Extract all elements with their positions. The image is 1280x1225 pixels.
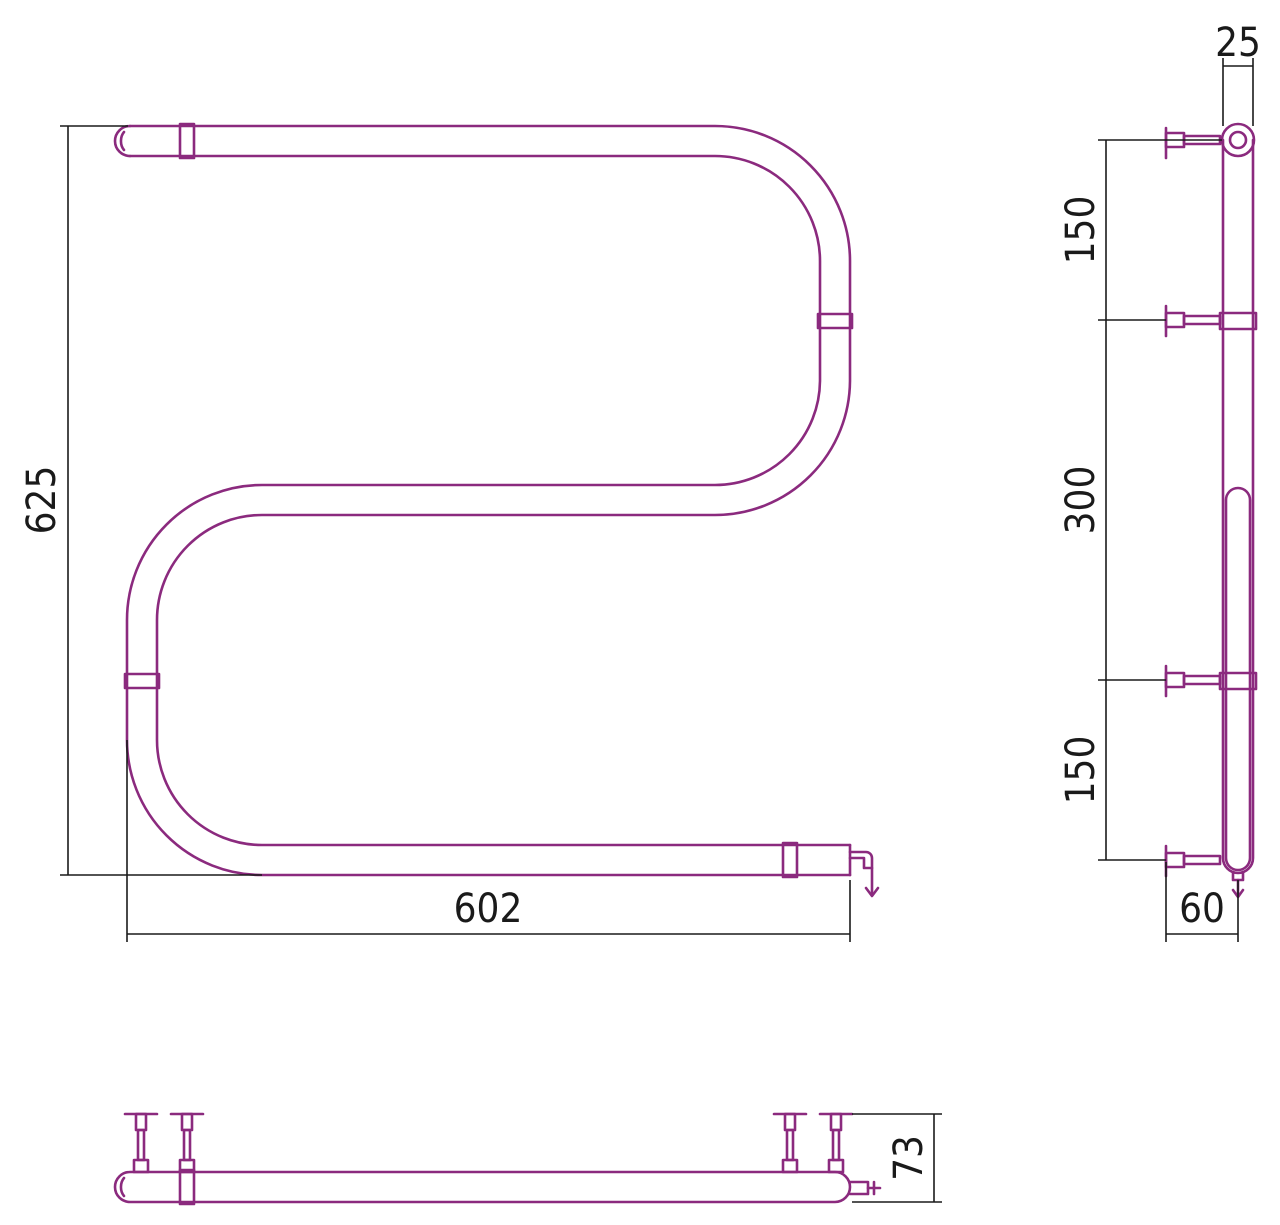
height-dimension: 625 bbox=[19, 125, 262, 876]
top-brackets bbox=[123, 1112, 854, 1174]
outlet-fitting bbox=[848, 850, 880, 898]
bracket-spacing-dimension: 150 300 150 bbox=[1058, 139, 1222, 861]
height-label: 625 bbox=[19, 466, 65, 535]
wall-bracket bbox=[1164, 844, 1222, 878]
width-label: 602 bbox=[454, 886, 523, 932]
spacing-bottom-label: 150 bbox=[1058, 736, 1104, 805]
pipe-couplings bbox=[123, 122, 854, 879]
projection-label: 73 bbox=[886, 1135, 932, 1181]
wall-bracket bbox=[818, 1112, 854, 1174]
side-view: 25 150 300 150 60 bbox=[1058, 20, 1261, 942]
spacing-top-label: 150 bbox=[1058, 196, 1104, 265]
wall-bracket bbox=[772, 1112, 808, 1174]
wall-bracket bbox=[169, 1112, 205, 1174]
wall-brackets bbox=[1164, 126, 1222, 878]
offset-dimension: 60 bbox=[1165, 862, 1239, 942]
width-dimension: 602 bbox=[126, 740, 851, 942]
front-view: 625 602 bbox=[19, 122, 880, 942]
depth-label: 25 bbox=[1215, 20, 1261, 66]
top-pipe bbox=[113, 1168, 882, 1206]
wall-bracket bbox=[1164, 664, 1222, 698]
wall-bracket bbox=[1164, 304, 1222, 338]
wall-bracket bbox=[123, 1112, 159, 1174]
serpentine-pipe bbox=[113, 124, 852, 877]
side-pipe bbox=[1218, 122, 1258, 899]
top-view: 73 bbox=[113, 1112, 942, 1206]
depth-dimension: 25 bbox=[1215, 20, 1261, 126]
spacing-middle-label: 300 bbox=[1058, 466, 1104, 535]
projection-dimension: 73 bbox=[852, 1113, 942, 1203]
offset-label: 60 bbox=[1179, 886, 1225, 932]
wall-bracket bbox=[1164, 126, 1222, 160]
